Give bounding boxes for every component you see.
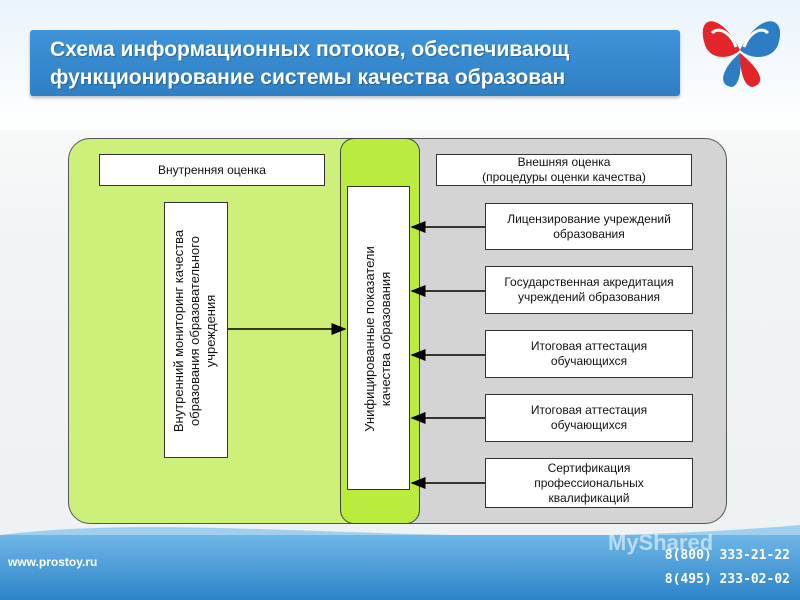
title-banner: Схема информационных потоков, обеспечива…: [30, 30, 680, 96]
watermark: MyShared: [608, 530, 714, 555]
title-line-1: Схема информационных потоков, обеспечива…: [50, 38, 570, 61]
internal-evaluation-header: Внутренняя оценка: [99, 154, 325, 186]
phone-number-1: 8(800) 333-21-22: [664, 548, 790, 563]
procedure-final-attestation-1: Итоговая аттестация обучающихся: [485, 330, 693, 378]
slide-title: Схема информационных потоков, обеспечива…: [50, 36, 680, 92]
site-url-link[interactable]: www.prostoy.ru: [8, 555, 98, 569]
procedure-certification: Сертификация профессиональных квалификац…: [485, 458, 693, 508]
procedure-accreditation: Государственная акредитация учреждений о…: [485, 266, 693, 314]
procedure-licensing: Лицензирование учреждений образования: [485, 203, 693, 250]
procedure-final-attestation-2: Итоговая аттестация обучающихся: [485, 394, 693, 442]
external-evaluation-header: Внешняя оценка (процедуры оценки качеств…: [436, 154, 692, 186]
internal-monitoring-box: Внутренний мониторинг качества образован…: [164, 202, 228, 458]
unified-indicators-box: Унифицированные показатели качества обра…: [347, 186, 410, 490]
phone-number-2: 8(495) 233-02-02: [664, 572, 790, 587]
footer-band: [0, 535, 800, 600]
title-line-2: функционирование системы качества образо…: [50, 66, 566, 89]
butterfly-logo-icon: [702, 21, 781, 87]
